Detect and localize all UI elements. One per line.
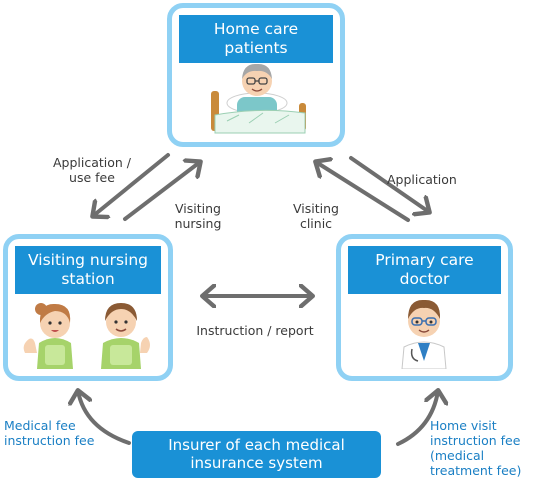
label-visiting-clinic-line-2: clinic bbox=[299, 216, 333, 231]
arrow-home-to-doctor bbox=[349, 156, 429, 212]
arrow-home-to-nursing bbox=[93, 153, 170, 216]
label-home-visit-fee-line-4: treatment fee) bbox=[430, 463, 522, 478]
nursing-station-title-line-2: station bbox=[61, 270, 115, 288]
home-care-title-line-1: Home care bbox=[213, 20, 299, 38]
home-care-patients-title: Home care patients bbox=[179, 15, 333, 63]
doctor-illustration bbox=[401, 299, 447, 369]
arrow-nursing-to-home bbox=[123, 162, 200, 221]
label-instruction-report-line-1: Instruction / report bbox=[196, 323, 314, 338]
primary-care-doctor-title: Primary care doctor bbox=[348, 246, 501, 294]
arrow-insurer-to-doctor bbox=[396, 391, 438, 446]
label-home-visit-fee-line-3: (medical bbox=[430, 448, 485, 463]
primary-care-doctor-box: Primary care doctor bbox=[336, 234, 513, 381]
label-visiting-clinic: Visiting clinic bbox=[276, 201, 356, 231]
label-visiting-nursing: Visiting nursing bbox=[158, 201, 238, 231]
label-medical-fee-instruction-fee: Medical fee instruction fee bbox=[4, 418, 124, 448]
elderly-patient-in-bed-illustration bbox=[211, 63, 306, 134]
arrow-insurer-to-nursing bbox=[78, 391, 131, 445]
home-care-patients-box: Home care patients bbox=[167, 3, 345, 147]
visiting-nursing-station-box: Visiting nursing station bbox=[3, 234, 173, 381]
nurses-illustration bbox=[23, 303, 150, 369]
insurer-box: Insurer of each medical insurance system bbox=[132, 431, 381, 478]
home-care-title-line-2: patients bbox=[224, 39, 288, 57]
insurer-line-2: insurance system bbox=[190, 454, 323, 472]
label-application-use-fee: Application / use fee bbox=[42, 155, 142, 185]
label-medical-fee-line-2: instruction fee bbox=[4, 433, 95, 448]
label-visiting-nursing-line-2: nursing bbox=[174, 216, 222, 231]
label-application-use-fee-line-2: use fee bbox=[69, 170, 115, 185]
insurer-line-1: Insurer of each medical bbox=[168, 436, 345, 454]
label-instruction-report: Instruction / report bbox=[180, 323, 330, 338]
nursing-station-title-line-1: Visiting nursing bbox=[28, 251, 148, 269]
label-home-visit-fee-line-1: Home visit bbox=[430, 418, 497, 433]
label-application-use-fee-line-1: Application / bbox=[52, 155, 132, 170]
label-home-visit-instruction-fee: Home visit instruction fee (medical trea… bbox=[430, 418, 532, 478]
doctor-title-line-2: doctor bbox=[399, 270, 450, 288]
label-home-visit-fee-line-2: instruction fee bbox=[430, 433, 521, 448]
label-visiting-clinic-line-1: Visiting bbox=[293, 201, 339, 216]
label-visiting-nursing-line-1: Visiting bbox=[175, 201, 221, 216]
label-application-line-1: Application bbox=[387, 172, 457, 187]
doctor-title-line-1: Primary care bbox=[375, 251, 474, 269]
arrow-doctor-to-home bbox=[316, 162, 410, 222]
label-medical-fee-line-1: Medical fee bbox=[4, 418, 76, 433]
visiting-nursing-station-title: Visiting nursing station bbox=[15, 246, 161, 294]
label-application: Application bbox=[387, 172, 487, 187]
